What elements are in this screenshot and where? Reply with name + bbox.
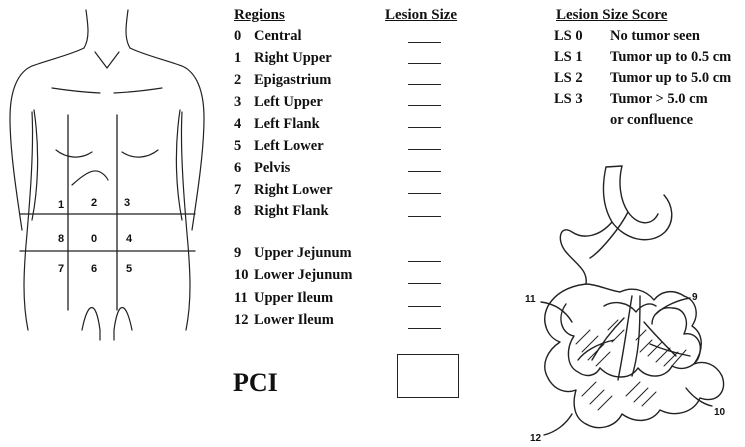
bowel-label-12: 12 <box>530 433 542 444</box>
bowel-label-10: 10 <box>714 407 726 418</box>
bowel-label-9: 9 <box>692 292 698 303</box>
bowel-label-11: 11 <box>525 294 536 305</box>
